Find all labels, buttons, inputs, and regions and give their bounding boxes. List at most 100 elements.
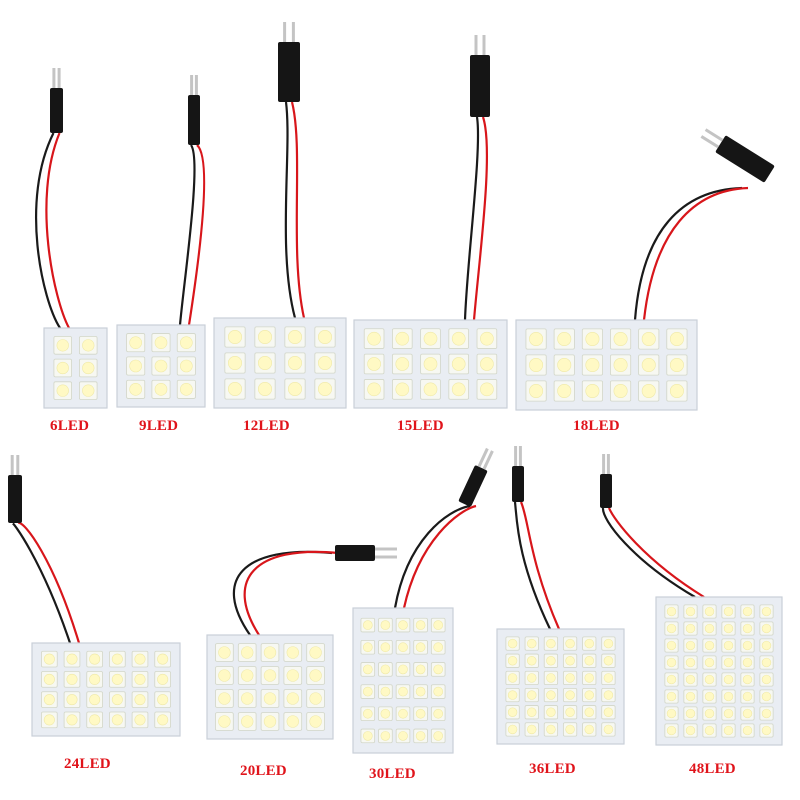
panel-6led-wires — [35, 132, 70, 329]
led-chip — [63, 650, 81, 668]
led-chip — [683, 672, 698, 687]
label-30led: 30LED — [369, 766, 416, 782]
led-core — [82, 339, 95, 352]
led-core — [380, 708, 391, 719]
led-chip — [759, 689, 774, 704]
led-core — [380, 620, 391, 630]
led-chip — [360, 662, 376, 677]
led-chip — [562, 722, 578, 737]
led-chip — [740, 604, 755, 619]
led-chip — [721, 689, 736, 704]
led-chip — [721, 638, 736, 653]
led-core — [398, 620, 408, 630]
led-chip — [759, 655, 774, 670]
led-chip — [543, 722, 559, 737]
led-chip — [41, 711, 58, 729]
led-core — [451, 382, 466, 397]
led-chip — [86, 691, 103, 708]
led-core — [380, 664, 391, 675]
led-core — [228, 356, 242, 370]
led-chip — [666, 380, 688, 402]
led-chip — [314, 352, 336, 374]
led-core — [56, 361, 69, 375]
panel-24led-red-wire — [17, 521, 81, 644]
led-chip — [109, 650, 126, 668]
led-chip — [284, 352, 306, 374]
led-core — [154, 359, 168, 373]
panel-36led-wires — [513, 501, 561, 630]
led-core — [111, 673, 123, 685]
led-core — [154, 336, 168, 349]
led-chip — [254, 352, 276, 374]
panel-9led-black-wire — [178, 144, 196, 326]
panel-36led-connector — [512, 446, 524, 502]
led-chip — [378, 617, 393, 633]
led-core — [362, 708, 373, 719]
led-core — [66, 694, 78, 706]
led-core — [704, 657, 715, 668]
led-core — [666, 691, 677, 702]
panel-12led-wires — [284, 101, 306, 319]
led-chip — [740, 706, 755, 721]
led-core — [507, 638, 518, 649]
panel-24led-connector — [8, 455, 22, 523]
led-chip — [283, 712, 303, 731]
led-core — [154, 383, 168, 396]
led-chip — [581, 380, 603, 402]
led-chip — [664, 604, 679, 619]
led-chip — [448, 379, 469, 400]
led-chip — [63, 691, 81, 708]
led-core — [43, 694, 55, 706]
led-core — [56, 384, 69, 397]
led-chip — [41, 671, 58, 688]
panel-12led-black-wire — [284, 101, 297, 319]
led-chip — [581, 328, 603, 350]
led-core — [584, 690, 594, 700]
led-chip — [683, 604, 698, 619]
led-chip — [237, 666, 257, 685]
led-chip — [151, 379, 171, 399]
led-chip — [702, 706, 717, 721]
led-core — [565, 673, 575, 683]
panel-36led-connector-body — [512, 466, 524, 502]
led-chip — [683, 689, 698, 704]
panel-9led-red-wire — [187, 144, 206, 326]
panel-20led-wires — [232, 550, 339, 636]
led-chip — [524, 705, 539, 720]
led-core — [241, 646, 254, 659]
led-chip — [154, 671, 171, 688]
led-chip — [41, 691, 58, 708]
led-core — [507, 673, 518, 683]
led-chip — [740, 689, 755, 704]
led-chip — [53, 336, 72, 355]
panel-18led — [515, 128, 775, 411]
led-chip — [224, 352, 246, 374]
led-chip — [360, 617, 376, 633]
led-chip — [260, 666, 280, 685]
panel-18led-connector — [700, 128, 775, 183]
led-chip — [759, 604, 774, 619]
panel-15led-red-wire — [472, 116, 489, 321]
panel-9led-connector-body — [188, 95, 200, 145]
led-chip — [666, 328, 688, 350]
led-core — [241, 692, 254, 705]
led-core — [423, 382, 438, 397]
led-core — [742, 623, 753, 634]
led-chip — [683, 638, 698, 653]
led-chip — [430, 617, 446, 633]
led-core — [603, 707, 614, 717]
led-chip — [543, 705, 559, 720]
led-core — [527, 638, 537, 649]
led-core — [433, 664, 444, 675]
led-chip — [553, 380, 575, 402]
led-chip — [63, 711, 81, 729]
panel-12led-connector-body — [278, 42, 300, 102]
led-chip — [524, 653, 539, 668]
led-core — [666, 674, 677, 685]
panel-12led-connector — [278, 22, 300, 102]
led-chip — [505, 687, 520, 703]
led-chip — [601, 705, 616, 720]
led-chip — [601, 670, 616, 686]
panel-30led-black-wire — [393, 504, 471, 609]
